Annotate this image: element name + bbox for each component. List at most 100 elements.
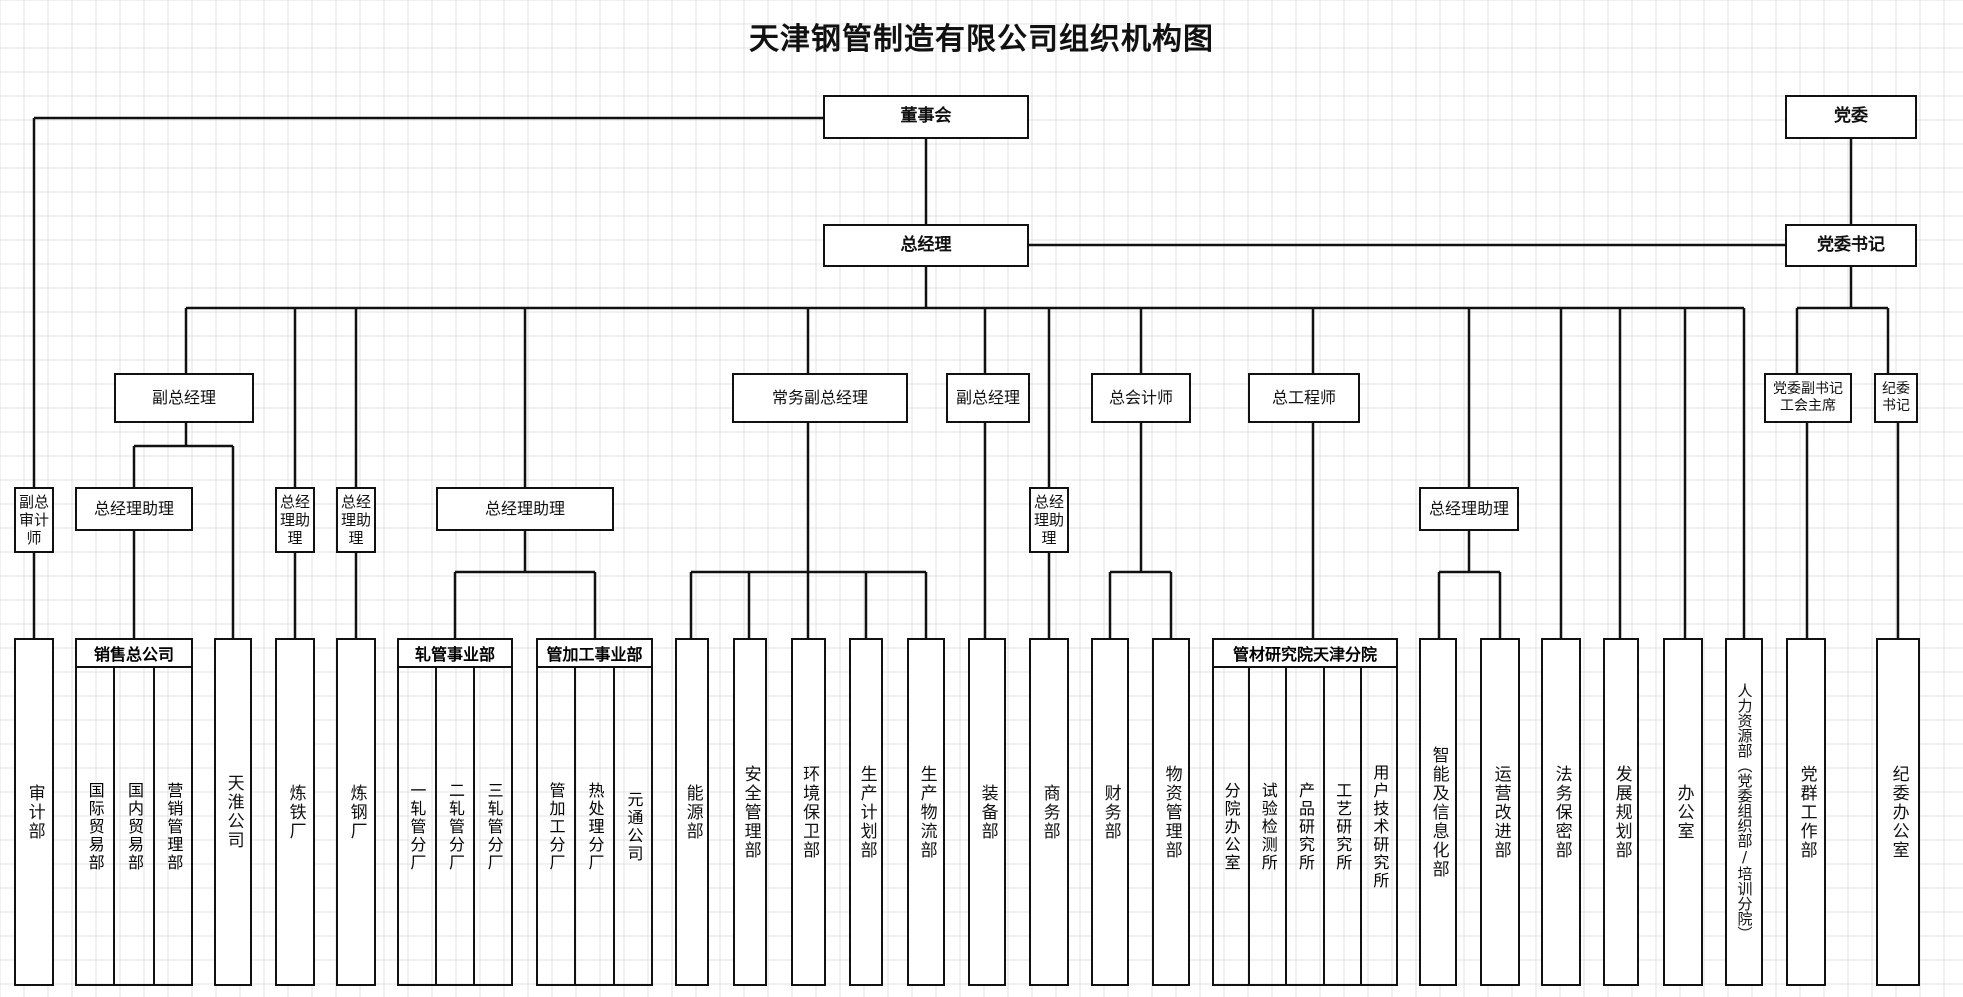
- dept-legal-label: 法务保密部: [1551, 764, 1572, 860]
- rolling-item: 一轧管分厂: [397, 668, 436, 986]
- cell-divider: [1285, 668, 1288, 986]
- research-item-label: 工艺研究所: [1333, 782, 1353, 872]
- dept-mass-label: 党群工作部: [1796, 764, 1817, 860]
- dept-iron: 炼铁厂: [275, 638, 315, 986]
- cell-divider: [613, 668, 615, 986]
- gm-assistant-iron-box: 总经理助理: [275, 487, 315, 553]
- rolling-item-label: 一轧管分厂: [407, 782, 427, 872]
- sales-item-label: 营销管理部: [164, 782, 184, 872]
- dept-tianhuai: 天淮公司: [214, 638, 252, 986]
- dept-equipment-label: 装备部: [977, 783, 998, 841]
- cell-divider: [1248, 668, 1251, 986]
- party-secretary-label: 党委书记: [1817, 234, 1885, 255]
- dept-plan-label: 生产计划部: [856, 764, 877, 860]
- cell-divider: [152, 668, 155, 986]
- dept-safety-label: 安全管理部: [740, 764, 761, 860]
- sales-group-header: 销售总公司: [75, 638, 193, 668]
- rolling-item-label: 二轧管分厂: [445, 782, 465, 872]
- chief-accountant-label: 总会计师: [1108, 388, 1173, 407]
- dept-strategy: 发展规划部: [1603, 638, 1639, 986]
- processing-group-header: 管加工事业部: [536, 638, 653, 668]
- dept-materials-label: 物资管理部: [1161, 764, 1182, 860]
- vice-gm-label-2: 副总经理: [955, 388, 1020, 407]
- dept-steel: 炼钢厂: [336, 638, 376, 986]
- executive-vice-gm-label: 常务副总经理: [771, 388, 868, 407]
- general-manager-label: 总经理: [900, 234, 952, 255]
- rolling-item-label: 三轧管分厂: [484, 782, 504, 872]
- vice-gm-label-1: 副总经理: [151, 388, 216, 407]
- gm-assistant-info-box: 总经理助理: [1419, 487, 1519, 531]
- gm-assistant-commerce-box: 总经理助理: [1029, 487, 1069, 553]
- processing-item-label: 元通公司: [624, 791, 644, 863]
- dept-hr: 人力资源部（党委组织部/培训分院）: [1725, 638, 1763, 986]
- rolling-item: 三轧管分厂: [474, 668, 513, 986]
- gm-assistant-pipe-box: 总经理助理: [436, 487, 614, 531]
- dept-equipment: 装备部: [968, 638, 1006, 986]
- processing-item: 元通公司: [614, 668, 653, 986]
- gm-assistant-iron-label: 总经理助理: [279, 493, 310, 547]
- dept-plan: 生产计划部: [849, 638, 883, 986]
- gm-assistant-commerce-label: 总经理助理: [1033, 493, 1064, 547]
- research-group: [1212, 638, 1398, 986]
- vice-gm-box-1: 副总经理: [114, 373, 254, 423]
- gm-assistant-steel-label: 总经理助理: [340, 493, 371, 547]
- sales-item: 国际贸易部: [75, 668, 114, 986]
- executive-vice-gm-box: 常务副总经理: [732, 373, 908, 423]
- cell-divider: [1359, 668, 1362, 986]
- dept-safety: 安全管理部: [733, 638, 767, 986]
- dept-strategy-label: 发展规划部: [1611, 764, 1632, 860]
- sales-item-label: 国内贸易部: [124, 782, 144, 872]
- dept-finance-label: 财务部: [1100, 783, 1121, 841]
- processing-item-label: 管加工分厂: [546, 782, 566, 872]
- gm-assistant-sales-label: 总经理助理: [93, 499, 174, 518]
- board-label: 董事会: [900, 106, 952, 127]
- research-item: 工艺研究所: [1324, 668, 1361, 986]
- sales-item: 国内贸易部: [114, 668, 153, 986]
- processing-group: [536, 638, 653, 986]
- gm-assistant-sales-box: 总经理助理: [75, 487, 193, 531]
- dept-iron-label: 炼铁厂: [285, 783, 306, 841]
- research-item-label: 试验检测所: [1258, 782, 1278, 872]
- processing-item: 管加工分厂: [536, 668, 575, 986]
- chief-accountant-box: 总会计师: [1091, 373, 1191, 423]
- dept-discipline-office: 纪委办公室: [1876, 638, 1920, 986]
- dept-logistics: 生产物流部: [907, 638, 945, 986]
- sales-group-title: 销售总公司: [93, 645, 174, 664]
- dept-env: 环境保卫部: [791, 638, 826, 986]
- chart-title: 天津钢管制造有限公司组织机构图: [749, 22, 1214, 57]
- dept-improve-label: 运营改进部: [1490, 764, 1511, 860]
- cell-divider: [574, 668, 576, 986]
- processing-item: 热处理分厂: [575, 668, 614, 986]
- dept-discipline-office-label: 纪委办公室: [1888, 764, 1909, 860]
- deputy-chief-auditor-label: 副总审计师: [18, 493, 49, 547]
- dept-logistics-label: 生产物流部: [916, 764, 937, 860]
- research-group-header: 管材研究院天津分院: [1212, 638, 1398, 668]
- research-item-label: 产品研究所: [1295, 782, 1315, 872]
- chief-engineer-box: 总工程师: [1248, 373, 1360, 423]
- research-item: 用户技术研究所: [1361, 668, 1398, 986]
- dept-env-label: 环境保卫部: [799, 764, 820, 860]
- dept-audit-label: 审计部: [24, 783, 45, 841]
- sales-item-label: 国际贸易部: [85, 782, 105, 872]
- dept-office: 办公室: [1663, 638, 1703, 986]
- gm-assistant-info-label: 总经理助理: [1428, 499, 1509, 518]
- dept-steel-label: 炼钢厂: [346, 783, 367, 841]
- dept-hr-label: 人力资源部（党委组织部/培训分院）: [1735, 683, 1754, 941]
- rolling-group-title: 轧管事业部: [414, 645, 495, 664]
- gm-assistant-steel-box: 总经理助理: [336, 487, 376, 553]
- dept-info-label: 智能及信息化部: [1428, 745, 1449, 879]
- cell-divider: [1322, 668, 1325, 986]
- dept-commerce-label: 商务部: [1039, 783, 1060, 841]
- dept-audit: 审计部: [14, 638, 54, 986]
- dept-legal: 法务保密部: [1541, 638, 1581, 986]
- party-committee-box: 党委: [1785, 95, 1917, 139]
- rolling-group-header: 轧管事业部: [397, 638, 513, 668]
- party-committee-label: 党委: [1834, 106, 1868, 127]
- dept-commerce: 商务部: [1029, 638, 1069, 986]
- dept-energy-label: 能源部: [682, 783, 703, 841]
- sales-group: [75, 638, 193, 986]
- dept-info: 智能及信息化部: [1419, 638, 1457, 986]
- dept-improve: 运营改进部: [1480, 638, 1520, 986]
- dept-energy: 能源部: [675, 638, 709, 986]
